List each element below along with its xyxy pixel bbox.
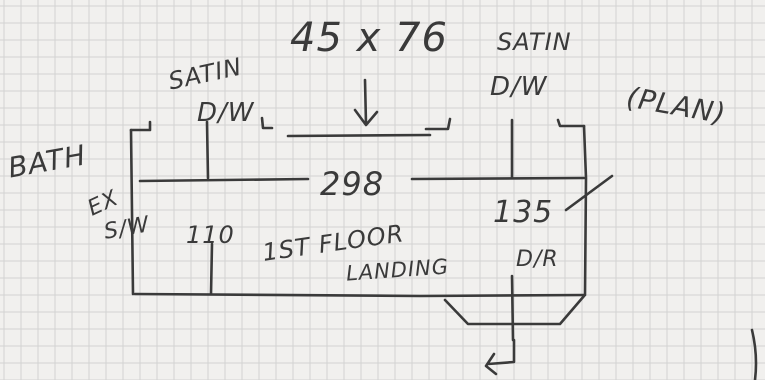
stair-bay-outline bbox=[443, 294, 586, 326]
right-width-dimension: 135 bbox=[493, 195, 554, 230]
plan-bottom-wall bbox=[133, 292, 587, 298]
door-label-left: D/W bbox=[197, 98, 255, 128]
hatch-stroke bbox=[564, 174, 614, 212]
dr-label: D/R bbox=[516, 247, 559, 272]
door-label-right: D/W bbox=[490, 72, 548, 102]
upper-left-wall bbox=[205, 120, 210, 180]
plan-left-wall bbox=[129, 128, 135, 296]
satin-label-right: SATIN bbox=[497, 28, 572, 56]
length-dimension: 298 bbox=[320, 165, 385, 203]
plan-right-wall bbox=[582, 124, 588, 296]
centre-line-right bbox=[410, 176, 586, 181]
left-width-dimension: 110 bbox=[186, 221, 235, 249]
plan-top-center-segment bbox=[286, 133, 432, 138]
lower-left-wall bbox=[209, 242, 214, 296]
lower-right-wall bbox=[510, 274, 515, 342]
dimension-arrow bbox=[353, 78, 379, 127]
plan-top-left-segment bbox=[129, 120, 152, 132]
plan-top-mid-left-segment bbox=[260, 116, 274, 130]
stair-arrow bbox=[484, 338, 516, 376]
plan-top-mid-right-segment bbox=[424, 117, 452, 131]
title-dimension: 45 x 76 bbox=[290, 15, 448, 61]
plan-top-right-segment bbox=[556, 118, 586, 128]
centre-line-left bbox=[138, 177, 310, 183]
page-edge-curve bbox=[750, 328, 758, 380]
